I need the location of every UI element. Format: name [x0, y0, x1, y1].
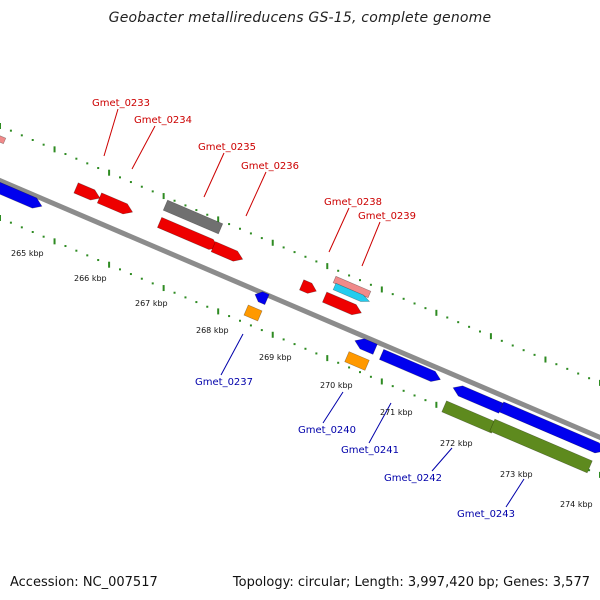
gene-feature-olive — [489, 418, 593, 474]
accession-text: Accession: NC_007517 — [10, 575, 158, 590]
scale-label: 270 kbp — [320, 381, 353, 390]
label-leader-lines — [103, 108, 525, 508]
scale-label: 274 kbp — [560, 500, 593, 509]
map-title: Geobacter metallireducens GS-15, complet… — [108, 10, 492, 26]
scale-label: 271 kbp — [380, 408, 413, 417]
gene-feature-red — [210, 241, 244, 262]
gene-features — [0, 133, 600, 474]
leader-line — [203, 152, 225, 198]
leader-line — [131, 125, 156, 170]
leader-line — [431, 447, 453, 472]
topology-text: Topology: circular; Length: 3,997,420 bp… — [232, 575, 590, 590]
leader-line — [368, 402, 392, 444]
gene-label: Gmet_0235 — [198, 142, 256, 153]
gene-feature-pink — [0, 133, 7, 145]
leader-line — [245, 171, 267, 217]
leader-line — [328, 207, 350, 253]
gene-feature-blue — [254, 291, 270, 306]
gene-feature-orange — [243, 304, 263, 322]
leader-line — [361, 221, 381, 267]
gene-label: Gmet_0238 — [324, 197, 382, 208]
gene-label: Gmet_0233 — [92, 98, 150, 109]
gene-feature-blue — [0, 180, 43, 209]
gene-label: Gmet_0242 — [384, 473, 442, 484]
gene-feature-gray — [162, 199, 224, 235]
leader-line — [322, 391, 344, 424]
scale-label: 273 kbp — [500, 470, 533, 479]
genome-backbone — [0, 177, 600, 441]
outer-tick-row — [0, 123, 600, 386]
scale-label: 266 kbp — [74, 274, 107, 283]
gene-label: Gmet_0239 — [358, 211, 416, 222]
scale-label: 272 kbp — [440, 439, 473, 448]
scale-label: 265 kbp — [11, 249, 44, 258]
gene-labels: Gmet_0233Gmet_0234Gmet_0235Gmet_0236Gmet… — [92, 98, 515, 520]
scale-label: 269 kbp — [259, 353, 292, 362]
gene-feature-red — [299, 279, 317, 294]
gene-label: Gmet_0237 — [195, 377, 253, 388]
gene-feature-orange — [344, 351, 370, 371]
leader-line — [220, 333, 244, 376]
gene-feature-pink — [332, 275, 372, 299]
gene-label: Gmet_0236 — [241, 161, 299, 172]
leader-line — [103, 108, 119, 157]
gene-label: Gmet_0234 — [134, 115, 192, 126]
leader-line — [505, 478, 525, 508]
gene-feature-olive — [441, 400, 497, 434]
gene-feature-blue — [354, 338, 378, 355]
gene-label: Gmet_0241 — [341, 445, 399, 456]
gene-feature-red — [322, 291, 362, 316]
gene-feature-blue — [379, 348, 441, 382]
scale-label: 267 kbp — [135, 299, 168, 308]
gene-feature-red — [73, 182, 101, 201]
scale-label: 268 kbp — [196, 326, 229, 335]
gene-label: Gmet_0240 — [298, 425, 356, 436]
gene-feature-cyan — [332, 282, 371, 302]
gene-feature-red — [96, 192, 134, 215]
scale-labels: 265 kbp 266 kbp 267 kbp 268 kbp 269 kbp 270 k… — [11, 249, 593, 509]
gene-feature-blue — [452, 385, 504, 414]
gene-label: Gmet_0243 — [457, 509, 515, 520]
